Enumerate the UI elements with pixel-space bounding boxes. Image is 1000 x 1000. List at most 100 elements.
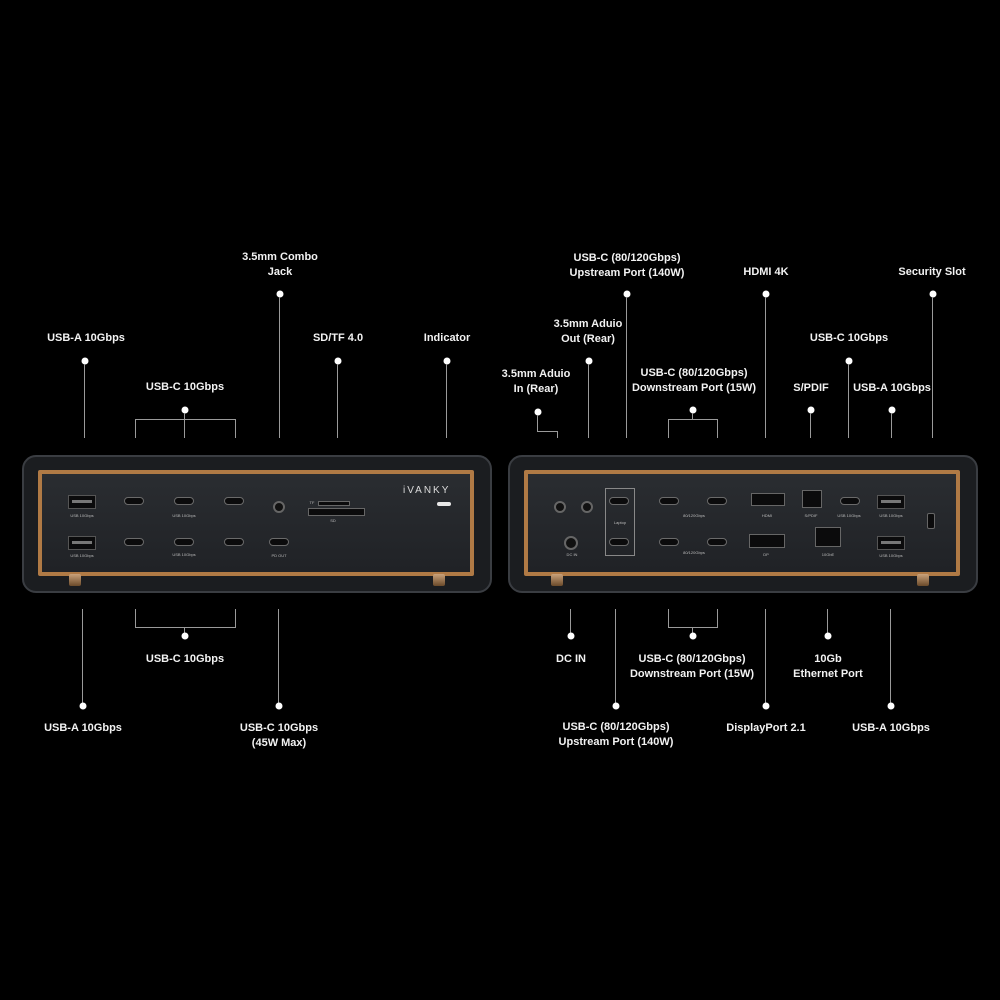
callout-line	[932, 297, 933, 438]
rear-spdif-label: S/PDIF	[793, 382, 829, 394]
callout-line	[84, 364, 85, 438]
callout-line	[279, 297, 280, 438]
rear-downstream-usb-c-port	[707, 497, 727, 505]
rear-downstream-usb-c-port	[659, 538, 679, 546]
callout-dot	[845, 357, 853, 365]
front-usb-c-port	[124, 497, 144, 505]
rear-ethernet-caption: 10GbE	[821, 552, 835, 557]
rear-speed-caption-bottom: 80/120Gbps	[683, 550, 705, 555]
rear-dc-in-label: DC IN	[556, 653, 586, 665]
callout-line	[668, 609, 669, 627]
callout-line	[184, 413, 185, 419]
callout-dot	[887, 702, 895, 710]
rear-audio-in-jack	[554, 501, 566, 513]
front-tf-caption: TF	[309, 500, 315, 505]
front-usb-c-top-label: USB-C 10Gbps	[145, 381, 225, 393]
rear-right-foot	[917, 574, 929, 586]
front-indicator-led	[437, 502, 451, 506]
callout-line	[537, 431, 557, 432]
front-indicator-label: Indicator	[423, 332, 471, 344]
rear-security-slot-label: Security Slot	[898, 266, 966, 278]
rear-usb-c-caption: USB 10Gbps	[837, 513, 861, 518]
front-panel	[38, 470, 474, 576]
front-usb-c-port	[224, 538, 244, 546]
callout-line	[615, 609, 616, 704]
callout-line	[626, 297, 627, 438]
rear-dp-caption: DP	[763, 552, 769, 557]
rear-left-foot	[551, 574, 563, 586]
front-sd-tf-label: SD/TF 4.0	[312, 332, 364, 344]
callout-line	[765, 609, 766, 704]
callout-line	[446, 364, 447, 438]
rear-downstream-usb-c-port	[707, 538, 727, 546]
callout-line	[890, 609, 891, 704]
callout-dot	[929, 290, 937, 298]
callout-dot	[888, 406, 896, 414]
rear-laptop-port-frame	[605, 488, 635, 556]
rear-hdmi-caption: HDMI	[761, 513, 773, 518]
callout-dot	[585, 357, 593, 365]
rear-upstream-bottom-label: USB-C (80/120Gbps)Upstream Port (140W)	[558, 721, 674, 748]
rear-dc-in-caption: DC IN	[566, 552, 578, 557]
callout-line	[717, 609, 718, 627]
callout-dot	[689, 406, 697, 414]
rear-downstream-top-label: USB-C (80/120Gbps)Downstream Port (15W)	[631, 367, 757, 394]
callout-line	[82, 609, 83, 704]
rear-security-slot	[927, 513, 935, 529]
front-left-foot	[69, 574, 81, 586]
callout-dot	[276, 290, 284, 298]
rear-upstream-top-label: USB-C (80/120Gbps)Upstream Port (140W)	[569, 252, 685, 279]
callout-line	[891, 413, 892, 438]
callout-line	[337, 364, 338, 438]
callout-dot	[567, 632, 575, 640]
callout-line	[692, 627, 693, 635]
callout-line	[827, 609, 828, 635]
rear-ethernet-port	[815, 527, 841, 547]
rear-speed-caption-top: 80/120Gbps	[683, 513, 705, 518]
callout-line	[848, 364, 849, 438]
rear-downstream-bottom-label: USB-C (80/120Gbps)Downstream Port (15W)	[629, 653, 755, 680]
callout-bracket	[668, 419, 718, 420]
front-pd-out-caption: PD OUT	[271, 553, 287, 558]
callout-line	[235, 419, 236, 438]
callout-dot	[275, 702, 283, 710]
front-usb-a-port-top	[68, 495, 96, 509]
callout-line	[557, 431, 558, 438]
rear-downstream-usb-c-port	[659, 497, 679, 505]
front-tf-slot	[318, 501, 350, 506]
callout-line	[810, 413, 811, 438]
callout-dot	[534, 408, 542, 416]
callout-line	[668, 419, 669, 438]
front-usb-c-pd-label: USB-C 10Gbps(45W Max)	[239, 722, 319, 749]
front-usb-a-top-label: USB-A 10Gbps	[47, 332, 125, 344]
callout-dot	[79, 702, 87, 710]
callout-dot	[824, 632, 832, 640]
callout-dot	[81, 357, 89, 365]
rear-panel	[524, 470, 960, 576]
callout-dot	[181, 406, 189, 414]
rear-hdmi-port	[751, 493, 785, 506]
callout-line	[135, 609, 136, 627]
front-usb-c-caption-bottom: USB 10Gbps	[172, 552, 196, 557]
rear-usb-a-caption-bottom: USB 10Gbps	[879, 553, 903, 558]
callout-line	[184, 627, 185, 635]
front-sd-slot	[308, 508, 365, 516]
front-right-foot	[433, 574, 445, 586]
callout-dot	[334, 357, 342, 365]
rear-usb-c-10g-port	[840, 497, 860, 505]
rear-laptop-caption: Laptop	[613, 520, 627, 525]
callout-dot	[807, 406, 815, 414]
rear-usb-a-caption-top: USB 10Gbps	[879, 513, 903, 518]
rear-dc-in-jack	[564, 536, 578, 550]
callout-dot	[623, 290, 631, 298]
front-usb-c-port	[174, 538, 194, 546]
callout-bracket	[668, 627, 718, 628]
callout-bracket	[135, 627, 236, 628]
callout-line	[717, 419, 718, 438]
front-brand-logo: iVANKY	[403, 485, 451, 496]
callout-dot	[612, 702, 620, 710]
front-usb-c-port	[224, 497, 244, 505]
callout-line	[184, 419, 185, 438]
